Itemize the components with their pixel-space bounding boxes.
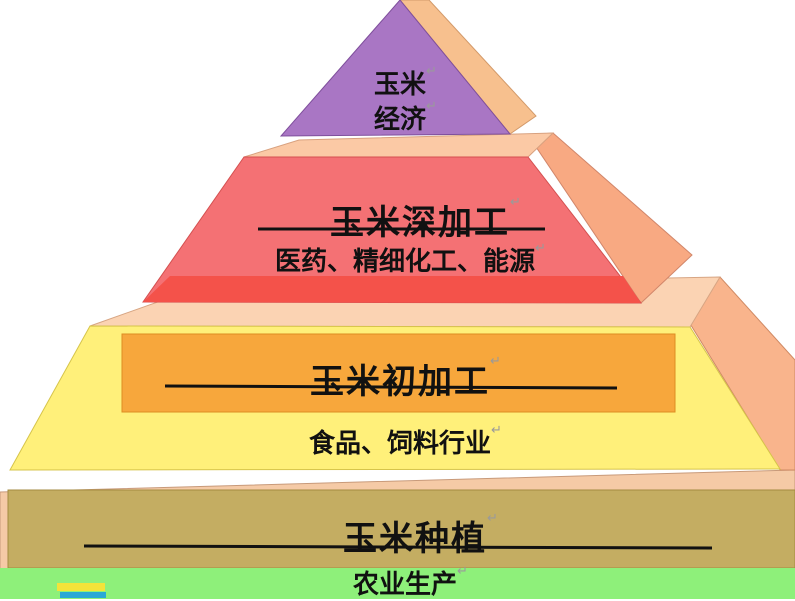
- level-deep: [142, 132, 693, 304]
- paragraph-mark: ↵: [535, 241, 546, 256]
- deep-red-band: [143, 276, 641, 303]
- paragraph-mark: ↵: [426, 99, 437, 114]
- top-front-face: [279, 0, 512, 137]
- top-label-line-1: 玉米↵: [373, 64, 437, 100]
- primary-title: 玉米初加工↵: [310, 354, 503, 402]
- base-underline: [83, 544, 713, 550]
- level-top: [279, 0, 537, 137]
- paragraph-mark: ↵: [510, 195, 523, 210]
- deep-top-face: [243, 132, 555, 158]
- paragraph-mark: ↵: [457, 564, 468, 579]
- base-title: 玉米种植↵: [343, 511, 500, 559]
- base-green-band: [0, 568, 795, 599]
- primary-subtitle: 食品、饲料行业↵: [308, 423, 502, 459]
- primary-orange-band: [121, 333, 676, 413]
- base-front-face: [7, 489, 795, 569]
- paragraph-mark: ↵: [491, 423, 502, 438]
- top-label-line-2: 经济↵: [373, 99, 437, 135]
- deep-title: 玉米深加工↵: [330, 195, 523, 243]
- corner-logo-mark: [57, 583, 106, 598]
- deep-subtitle: 医药、精细化工、能源↵: [274, 241, 546, 277]
- paragraph-mark: ↵: [487, 511, 500, 526]
- paragraph-mark: ↵: [490, 354, 503, 369]
- base-subtitle: 农业生产↵: [352, 564, 468, 600]
- primary-underline: [164, 384, 618, 390]
- level-base: [0, 469, 795, 599]
- paragraph-mark: ↵: [426, 64, 437, 79]
